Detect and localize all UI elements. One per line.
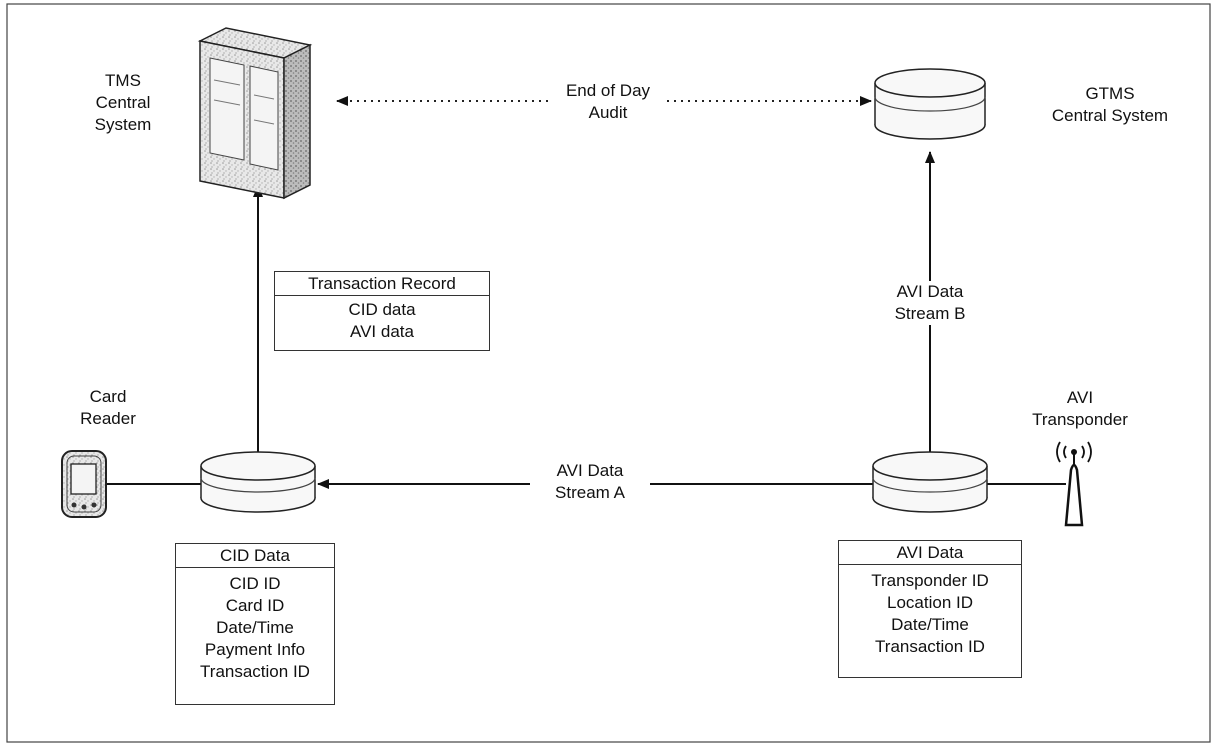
transaction-record-table: Transaction Record CID data AVI data [274, 271, 490, 351]
database-disk-icon [874, 68, 986, 140]
table-row: CID ID [229, 574, 281, 593]
card-reader-label-line2: Reader [80, 409, 136, 428]
avi-data-rows: Transponder ID Location ID Date/Time Tra… [839, 565, 1021, 658]
server-tower-icon [197, 27, 313, 200]
table-row: Transaction ID [875, 637, 985, 656]
avi-data-title: AVI Data [839, 541, 1021, 565]
stream-a-label: AVI Data Stream A [530, 460, 650, 504]
audit-label: End of Day Audit [548, 80, 668, 124]
table-row: Date/Time [216, 618, 294, 637]
table-row: AVI data [350, 322, 414, 341]
antenna-transponder-icon [1056, 441, 1092, 527]
transaction-record-title: Transaction Record [275, 272, 489, 296]
audit-label-line2: Audit [588, 103, 628, 122]
card-reader-label: Card Reader [68, 386, 148, 430]
gtms-label: GTMS Central System [1040, 83, 1180, 127]
stream-a-label-line2: Stream A [555, 483, 625, 502]
gtms-label-line2: Central System [1051, 106, 1169, 125]
table-row: Card ID [225, 596, 285, 615]
avi-data-table: AVI Data Transponder ID Location ID Date… [838, 540, 1022, 678]
table-row: Date/Time [891, 615, 969, 634]
stream-b-label-line2: Stream B [894, 304, 966, 323]
gtms-label-line1: GTMS [1085, 84, 1135, 103]
audit-label-line1: End of Day [565, 81, 651, 100]
card-reader-label-line1: Card [89, 387, 127, 406]
tms-label-line2: Central System [94, 93, 152, 134]
cid-data-table: CID Data CID ID Card ID Date/Time Paymen… [175, 543, 335, 705]
transponder-label-line2: Transponder [1032, 410, 1128, 429]
cid-data-rows: CID ID Card ID Date/Time Payment Info Tr… [176, 568, 334, 683]
tms-label-line1: TMS [105, 71, 141, 90]
tms-label: TMS Central System [68, 70, 178, 136]
table-row: Transaction ID [200, 662, 310, 681]
transponder-label: AVI Transponder [1010, 387, 1150, 431]
avi-database-disk-icon [872, 451, 988, 513]
transponder-label-line1: AVI [1066, 388, 1094, 407]
stream-b-label: AVI Data Stream B [872, 281, 988, 325]
table-row: Location ID [887, 593, 973, 612]
table-row: CID data [348, 300, 416, 319]
stream-b-label-line1: AVI Data [896, 282, 964, 301]
table-row: Payment Info [204, 640, 306, 659]
diagram-border [6, 3, 1211, 743]
cid-database-disk-icon [200, 451, 316, 513]
stream-a-label-line1: AVI Data [556, 461, 624, 480]
card-reader-icon [61, 450, 107, 518]
cid-data-title: CID Data [176, 544, 334, 568]
table-row: Transponder ID [871, 571, 989, 590]
transaction-record-rows: CID data AVI data [275, 296, 489, 343]
